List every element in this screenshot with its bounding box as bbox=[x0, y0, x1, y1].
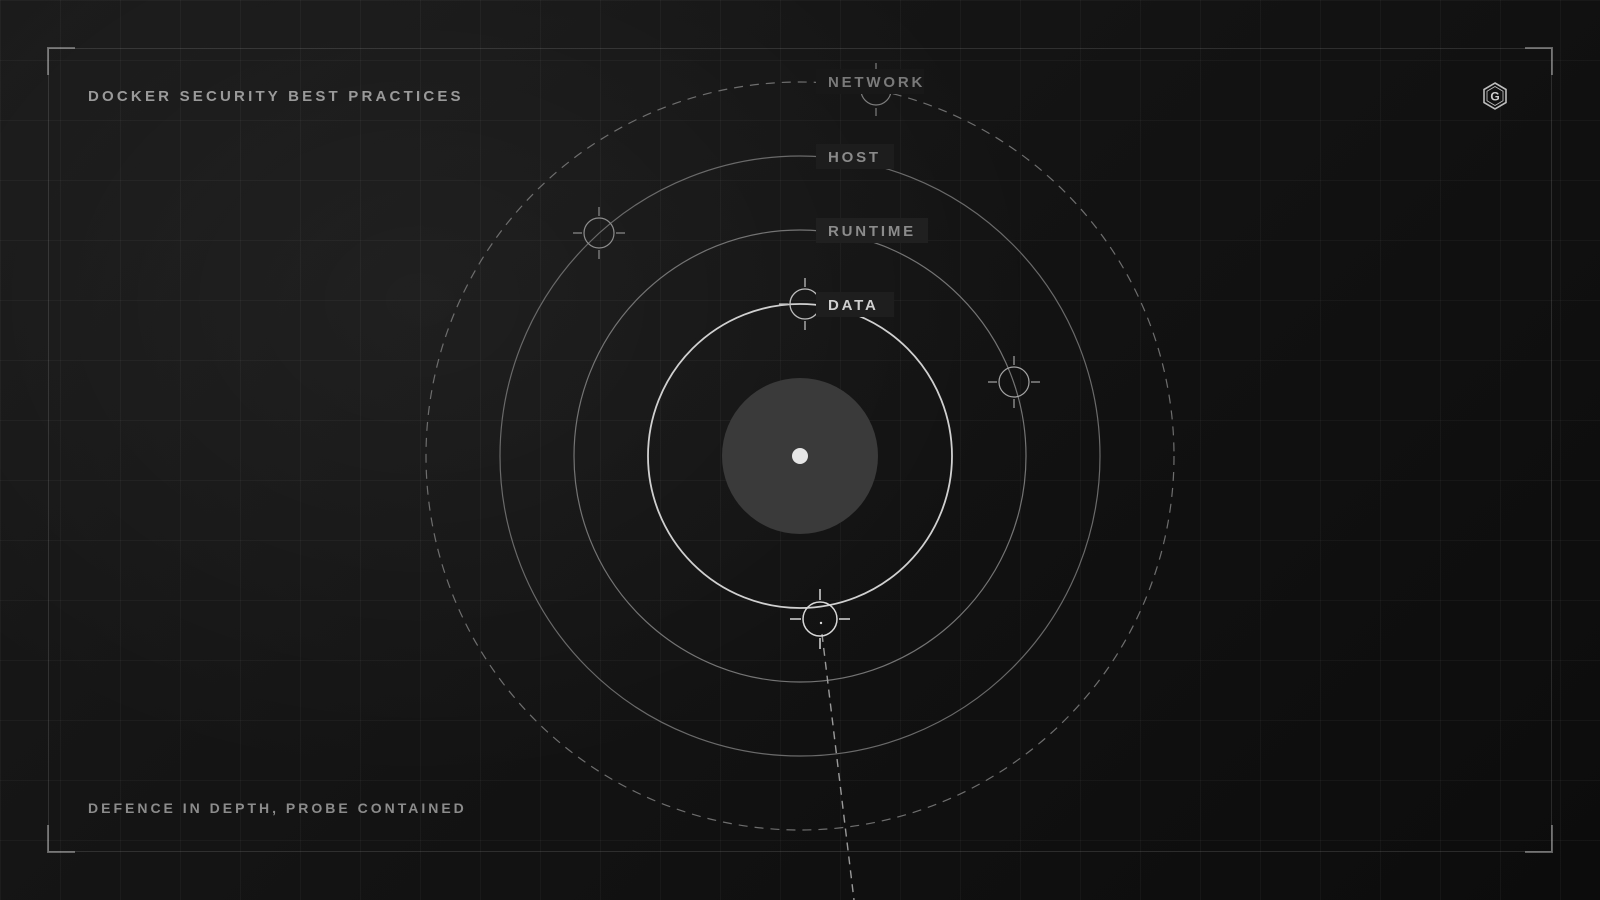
corner-bracket-bottom-right bbox=[1525, 825, 1553, 853]
ring-data bbox=[647, 303, 953, 609]
svg-text:HOST: HOST bbox=[828, 149, 881, 166]
footer-caption: DEFENCE IN DEPTH, PROBE CONTAINED bbox=[88, 800, 467, 816]
core-dot bbox=[792, 448, 808, 464]
crosshair-marker-host bbox=[573, 207, 625, 259]
hexagon-g-logo-icon: G bbox=[1483, 82, 1507, 110]
corner-bracket-top-left bbox=[47, 47, 75, 75]
svg-text:NETWORK: NETWORK bbox=[828, 74, 925, 91]
corner-bracket-bottom-left bbox=[47, 825, 75, 853]
label-runtime: RUNTIME bbox=[816, 218, 928, 243]
corner-bracket-top-right bbox=[1525, 47, 1553, 75]
label-host: HOST bbox=[816, 144, 894, 169]
crosshair-marker-runtime bbox=[988, 356, 1040, 408]
label-data: DATA bbox=[816, 292, 894, 317]
label-network: NETWORK bbox=[816, 69, 925, 94]
svg-text:G: G bbox=[1490, 90, 1499, 104]
probe-trail bbox=[821, 633, 855, 900]
page-title: DOCKER SECURITY BEST PRACTICES bbox=[88, 88, 464, 105]
ring-runtime bbox=[573, 229, 1027, 683]
crosshair-marker-probe bbox=[790, 589, 850, 649]
frame-border bbox=[48, 48, 1552, 852]
ring-host bbox=[499, 155, 1101, 757]
svg-text:RUNTIME: RUNTIME bbox=[828, 223, 916, 240]
ring-network bbox=[425, 81, 1175, 831]
svg-text:DATA: DATA bbox=[828, 297, 879, 314]
